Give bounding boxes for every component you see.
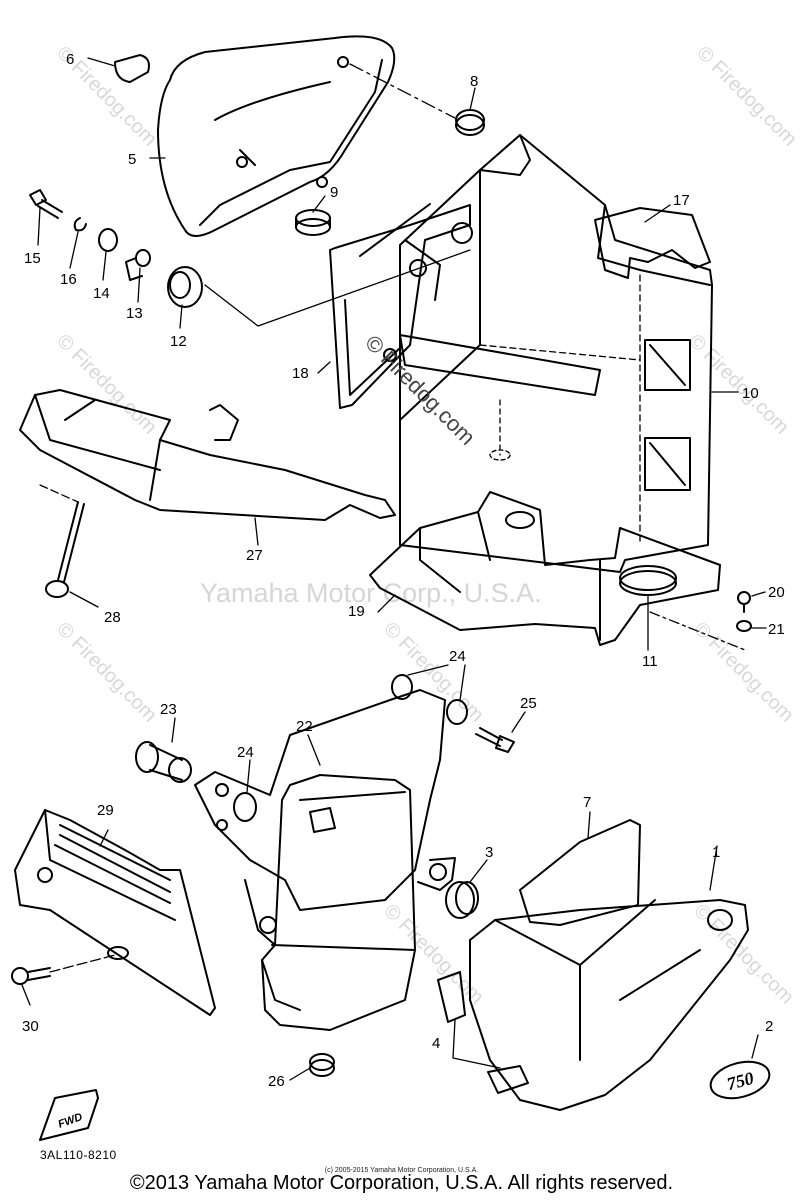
part-12-grommet xyxy=(167,266,203,308)
badge-text: 750 xyxy=(725,1068,756,1094)
part-16-washer xyxy=(73,217,87,232)
part-number-20: 20 xyxy=(768,584,785,601)
part-number-21: 21 xyxy=(768,621,785,638)
part-number-28: 28 xyxy=(104,609,121,626)
part-number-15: 15 xyxy=(24,250,41,267)
part-13-collar xyxy=(125,249,151,281)
part-22-tool-box xyxy=(194,689,456,1031)
part-number-7: 7 xyxy=(583,794,591,811)
part-9-grommet xyxy=(295,209,331,236)
part-5-side-cover xyxy=(157,35,396,237)
diagram-code: 3AL110-8210 xyxy=(40,1148,117,1162)
part-8-grommet xyxy=(455,109,485,136)
part-11-grommet xyxy=(619,565,677,651)
part-number-18: 18 xyxy=(292,365,309,382)
part-number-24-upper: 24 xyxy=(449,648,466,665)
part-number-10: 10 xyxy=(742,385,759,402)
part-number-8: 8 xyxy=(470,73,478,90)
part-number-4: 4 xyxy=(432,1035,440,1052)
part-number-14: 14 xyxy=(93,285,110,302)
part-number-22: 22 xyxy=(296,718,313,735)
part-number-6: 6 xyxy=(66,51,74,68)
small-copyright: (c) 2005-2015 Yamaha Motor Corporation, … xyxy=(324,1167,479,1174)
part-number-17: 17 xyxy=(673,192,690,209)
part-17-strap xyxy=(594,207,711,279)
part-number-1: 1 xyxy=(712,844,720,861)
part-19-lower-tray xyxy=(369,491,721,646)
part-number-5: 5 xyxy=(128,151,136,168)
part-number-23: 23 xyxy=(160,701,177,718)
part-6-grommet xyxy=(114,54,150,83)
part-number-2: 2 xyxy=(765,1018,773,1035)
part-14-washer xyxy=(98,228,118,252)
part-2-badge-750 xyxy=(709,1060,771,1100)
copyright-notice: ©2013 Yamaha Motor Corporation, U.S.A. A… xyxy=(129,1172,674,1194)
part-number-26: 26 xyxy=(268,1073,285,1090)
part-number-3: 3 xyxy=(485,844,493,861)
part-number-12: 12 xyxy=(170,333,187,350)
fwd-tag-text: FWD xyxy=(57,1111,85,1131)
part-1-side-cover xyxy=(469,899,749,1111)
part-25-bolt xyxy=(475,727,515,753)
part-20-bolt xyxy=(737,591,751,613)
part-18-bracket xyxy=(329,203,473,409)
part-number-labels: 1 2 3 4 5 6 7 8 9 10 11 12 13 14 15 16 1… xyxy=(22,51,785,1090)
part-number-24-lower: 24 xyxy=(237,744,254,761)
part-24-washer-b xyxy=(446,699,468,725)
part-10-battery-box xyxy=(399,134,713,573)
part-28-bolt xyxy=(39,484,85,598)
part-4-pad-a xyxy=(437,971,466,1023)
watermark-center: Yamaha Motor Corp., U.S.A. xyxy=(200,578,542,608)
part-29-cover xyxy=(14,809,216,1016)
part-24-washer-a xyxy=(391,674,413,700)
part-number-16: 16 xyxy=(60,271,77,288)
part-3-grommet xyxy=(445,881,479,919)
part-number-25: 25 xyxy=(520,695,537,712)
part-4-pad-b xyxy=(487,1065,529,1094)
part-number-9: 9 xyxy=(330,184,338,201)
part-number-27: 27 xyxy=(246,547,263,564)
part-number-13: 13 xyxy=(126,305,143,322)
part-23-bolt xyxy=(135,741,192,783)
part-21-nut xyxy=(736,620,752,632)
fwd-tag xyxy=(39,1089,99,1141)
part-number-29: 29 xyxy=(97,802,114,819)
part-number-30: 30 xyxy=(22,1018,39,1035)
part-26-grommet xyxy=(309,1053,335,1077)
part-number-19: 19 xyxy=(348,603,365,620)
part-30-bolt xyxy=(11,954,116,985)
part-15-bolt xyxy=(29,189,63,219)
part-number-11: 11 xyxy=(642,653,658,670)
part-27-cover xyxy=(19,389,396,521)
